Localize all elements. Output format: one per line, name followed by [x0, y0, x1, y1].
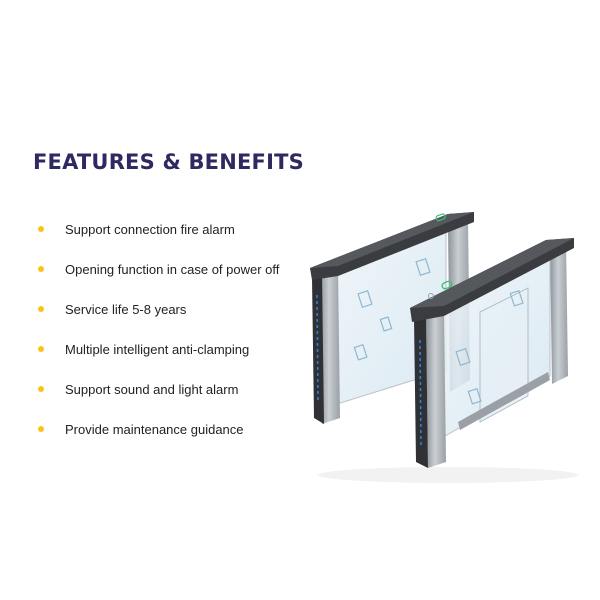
- feature-item: Opening function in case of power off: [38, 259, 279, 279]
- bullet-dot-icon: [38, 266, 44, 272]
- front-pillar-face: [414, 314, 428, 468]
- front-status-indicator-icon: [441, 280, 453, 290]
- feature-text: Support connection fire alarm: [65, 221, 235, 237]
- feature-item: Multiple intelligent anti-clamping: [38, 339, 249, 359]
- front-pillar-near: [426, 308, 446, 468]
- feature-text: Service life 5-8 years: [65, 301, 187, 317]
- front-bottom-rail: [458, 372, 550, 430]
- back-pillar-near: [320, 268, 340, 424]
- front-gate-unit: [410, 238, 574, 468]
- feature-text: Multiple intelligent anti-clamping: [65, 341, 250, 357]
- back-top-highlight: [310, 212, 474, 268]
- floor-shadow: [318, 467, 578, 483]
- glass-flap-icon: [455, 289, 524, 405]
- feature-item: Support connection fire alarm: [38, 219, 235, 239]
- feature-text: Support sound and light alarm: [65, 381, 239, 397]
- front-led-strip: [419, 339, 422, 449]
- bullet-dot-icon: [38, 426, 44, 432]
- bullet-dot-icon: [38, 386, 44, 392]
- front-card-reader-icon: [428, 293, 434, 299]
- turnstile-gate-image: [310, 212, 578, 483]
- front-flap-door: [479, 287, 529, 423]
- front-top-highlight: [410, 238, 574, 308]
- feature-text: Opening function in case of power off: [65, 261, 280, 277]
- feature-item: Provide maintenance guidance: [38, 419, 244, 439]
- bullet-dot-icon: [38, 306, 44, 312]
- feature-item: Service life 5-8 years: [38, 299, 186, 319]
- feature-text: Provide maintenance guidance: [65, 421, 244, 437]
- back-top-cover: [310, 212, 474, 280]
- page-title: FEATURES & BENEFITS: [33, 150, 304, 174]
- bullet-dot-icon: [38, 226, 44, 232]
- front-pillar-far: [550, 240, 568, 384]
- back-status-indicator-icon: [435, 213, 446, 222]
- feature-item: Support sound and light alarm: [38, 379, 238, 399]
- bullet-dot-icon: [38, 346, 44, 352]
- glass-flap-icon: [353, 258, 431, 361]
